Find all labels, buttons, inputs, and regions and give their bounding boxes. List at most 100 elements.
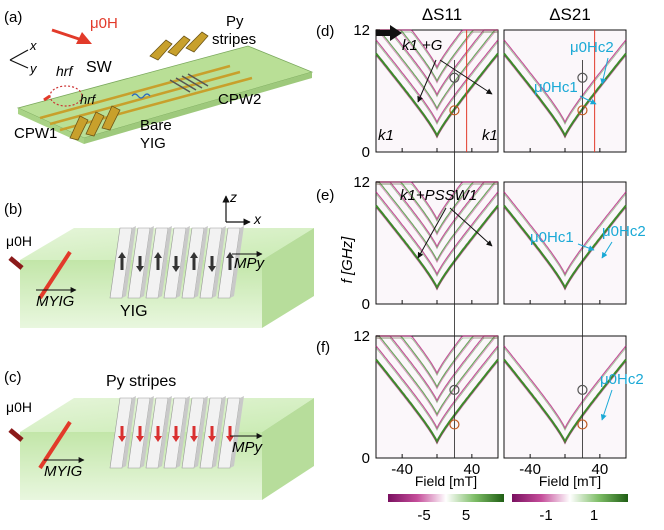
mode-line-shadow-1 [375, 41, 499, 125]
mode-line-3 [376, 29, 498, 96]
mode-line-shadow-2 [376, 183, 498, 264]
col-title-s11: ΔS11 [422, 5, 462, 24]
mode-line-shadow-3 [376, 183, 498, 250]
axis-x-label-b: x [253, 211, 262, 227]
mode-line-2 [376, 335, 498, 416]
x-tick-label-0-0: -40 [391, 461, 413, 478]
panel-b: (b) μ0H z x MPy MYIG YIG [4, 189, 314, 328]
mode-line-3 [376, 335, 498, 402]
mode-line-1 [503, 191, 627, 276]
heatmap-frame [375, 335, 499, 459]
panel-label-d: (d) [316, 23, 334, 40]
mode-line-3 [376, 181, 498, 248]
x-axis-label-left: Field [mT] [415, 473, 477, 489]
magnetization-arrow-head [172, 436, 180, 442]
sw-label-a: SW [86, 59, 113, 76]
mode-line-shadow-2 [376, 337, 498, 418]
mode-line-shadow-1 [503, 347, 627, 431]
magnetization-arrow-head [172, 266, 180, 272]
ann-hc1-e: μ0Hc1 [530, 229, 574, 246]
ann-k1pssw-e: k1+PSSW1 [400, 187, 477, 204]
ann-k1G-d: k1 +G [402, 37, 443, 54]
mode-line-shadow-5 [376, 183, 498, 223]
colorbar-left: -5 5 [388, 494, 504, 524]
magnetization-arrow-head [118, 436, 126, 442]
field-arrow-head-a [76, 32, 92, 44]
mode-line-shadow-0 [503, 207, 627, 291]
ann-k1-left-d: k1 [378, 127, 394, 144]
magnetization-arrow-head [208, 266, 216, 272]
ann-hc2-e: μ0Hc2 [602, 223, 646, 240]
m-py-label-c: MPy [232, 439, 264, 456]
py-stripe-side [212, 396, 226, 468]
colorbar-right-tick-1: 1 [590, 507, 598, 524]
x-tick-label-1-2: 40 [592, 461, 609, 478]
py-stripe-side [176, 226, 190, 298]
x-tick-label-0-2: 40 [464, 461, 481, 478]
py-stripe-side [230, 396, 244, 468]
mode-line-0 [375, 358, 499, 445]
mode-line-shadow-3 [376, 337, 498, 404]
mode-line-shadow-1 [375, 347, 499, 431]
ann-hc2-f: μ0Hc2 [600, 371, 644, 388]
y-axis-label: f [GHz] [339, 236, 356, 284]
heatmap-frame [375, 29, 499, 153]
heatmap-d-s11: 012 [353, 22, 499, 161]
py-label-1-a: Py [226, 13, 244, 30]
panel-label-e: (e) [316, 187, 334, 204]
py-stripe-side [194, 226, 208, 298]
axis-z-label-b: z [229, 189, 237, 205]
mode-line-2 [376, 29, 498, 110]
heatmap-frame [503, 29, 627, 153]
field-arrow-b [8, 256, 24, 270]
axis-y-label-a: y [29, 61, 38, 76]
x-tick-label-1-0: -40 [519, 461, 541, 478]
mode-line-1 [375, 191, 499, 276]
field-sweep-arrow-icon [376, 25, 402, 41]
m-py-label-b: MPy [234, 255, 266, 272]
field-label-c: μ0H [6, 399, 32, 415]
mode-line-shadow-2 [376, 31, 498, 112]
heatmap-e-s21 [503, 181, 627, 305]
cpw2-label: CPW2 [218, 91, 261, 108]
colorbar-right-tick-0: -1 [539, 507, 552, 524]
field-arrow-c [8, 428, 24, 442]
panel-a: (a) x y μ0H [4, 9, 314, 152]
magnetization-arrow-head [118, 252, 126, 258]
mode-line-0 [503, 358, 627, 445]
y-tick-label-e-0: 0 [362, 296, 370, 313]
magnetization-arrow-head [190, 252, 198, 258]
mode-line-1 [503, 39, 627, 124]
field-label-a: μ0H [90, 15, 118, 32]
panel-label-a: (a) [4, 9, 22, 26]
ann-hc1-d: μ0Hc1 [534, 79, 578, 96]
hrf-arrow-icon [43, 94, 51, 102]
mode-line-0 [375, 204, 499, 291]
ann-hc2-d: μ0Hc2 [570, 39, 614, 56]
y-tick-label-d-0: 0 [362, 144, 370, 161]
ann-k1-right-d: k1 [482, 127, 498, 144]
magnetization-arrow-head [226, 252, 234, 258]
py-stripe-side [158, 226, 172, 298]
panel-label-b: (b) [4, 201, 22, 218]
marker-circle-2-0 [449, 384, 460, 395]
colorbar-left-tick-0: -5 [417, 507, 430, 524]
py-stripes-label-c: Py stripes [106, 373, 176, 390]
cpw1-label: CPW1 [14, 125, 57, 142]
hrf-label-2-a: hrf [80, 92, 97, 107]
py-stripes-a [169, 73, 209, 93]
colorbar-left-tick-1: 5 [462, 507, 470, 524]
marker-circle-3-0 [449, 419, 460, 430]
hrf-label-1-a: hrf [56, 63, 74, 79]
mode-line-shadow-1 [375, 193, 499, 277]
y-tick-label-f-1: 12 [353, 328, 370, 345]
y-tick-label-e-1: 12 [353, 174, 370, 191]
magnetization-arrow-head [154, 436, 162, 442]
mode-line-2 [376, 181, 498, 262]
heatmap-frame [503, 181, 627, 305]
mode-line-shadow-0 [503, 361, 627, 445]
marker-circle-1-1 [577, 105, 588, 116]
mode-line-5 [376, 181, 498, 221]
